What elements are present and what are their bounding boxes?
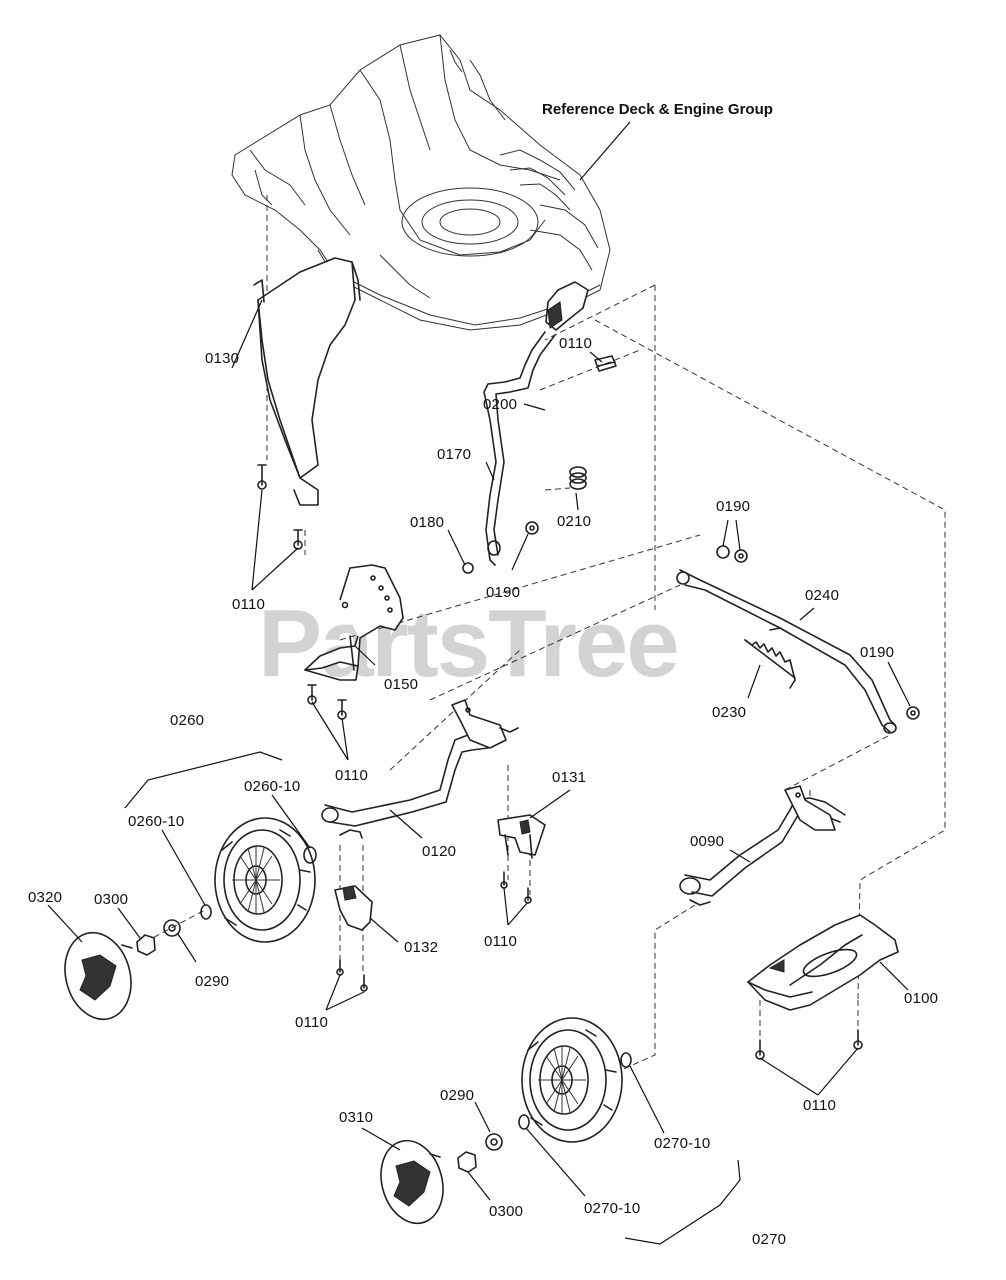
part-0100-skid-plate bbox=[747, 914, 899, 1011]
spacer-0270-10-a bbox=[620, 1052, 632, 1068]
part-0131-bracket bbox=[497, 814, 546, 859]
callout-0310: 0310 bbox=[339, 1109, 373, 1126]
part-0210-spring bbox=[569, 466, 587, 490]
callout-0260-10-a: 0260-10 bbox=[244, 778, 300, 795]
callout-0240: 0240 bbox=[805, 587, 839, 604]
callout-0200: 0200 bbox=[483, 396, 517, 413]
callout-0150: 0150 bbox=[384, 676, 418, 693]
callout-0120: 0120 bbox=[422, 843, 456, 860]
part-0132-clip bbox=[334, 885, 373, 931]
callout-0110-e: 0110 bbox=[803, 1097, 836, 1114]
washer-0290-b bbox=[485, 1133, 503, 1151]
callout-0131: 0131 bbox=[552, 769, 586, 786]
hubcap-0310 bbox=[380, 1139, 444, 1225]
spacer-0260-10-b bbox=[200, 904, 212, 920]
part-0150-height-plate bbox=[304, 564, 404, 681]
group-bracket-0270 bbox=[624, 1159, 741, 1245]
washer-0290-a bbox=[163, 919, 181, 937]
group-bracket-0260 bbox=[124, 751, 283, 809]
callout-0300-a: 0300 bbox=[94, 891, 128, 908]
callout-0190-c: 0190 bbox=[860, 644, 894, 661]
part-0130-rear-shield bbox=[253, 257, 361, 506]
part-0200-bracket bbox=[545, 281, 617, 372]
part-0120-front-axle bbox=[321, 699, 519, 839]
callout-0270: 0270 bbox=[752, 1231, 786, 1248]
callout-0132: 0132 bbox=[404, 939, 438, 956]
nut-0300-b bbox=[457, 1151, 477, 1173]
callout-0290-a: 0290 bbox=[195, 973, 229, 990]
nut-0300-a bbox=[136, 934, 156, 956]
screws-0110 bbox=[257, 464, 863, 1060]
callout-0190-b: 0190 bbox=[716, 498, 750, 515]
callout-0210: 0210 bbox=[557, 513, 591, 530]
part-0230-spring bbox=[744, 639, 796, 689]
hubcap-0320 bbox=[64, 931, 133, 1021]
rear-wheel bbox=[521, 1017, 623, 1143]
callout-0090: 0090 bbox=[690, 833, 724, 850]
part-0090-rear-axle bbox=[679, 785, 846, 906]
callout-labels: 0130 0110 0200 0170 0210 0180 0190 0110 … bbox=[28, 335, 938, 1248]
callout-0260-10-b: 0260-10 bbox=[128, 813, 184, 830]
callout-0270-10-a: 0270-10 bbox=[654, 1135, 710, 1152]
callout-0130: 0130 bbox=[205, 350, 239, 367]
callout-0230: 0230 bbox=[712, 704, 746, 721]
reference-label: Reference Deck & Engine Group bbox=[542, 101, 773, 118]
callout-0110-left: 0110 bbox=[232, 596, 265, 613]
callout-0270-10-b: 0270-10 bbox=[584, 1200, 640, 1217]
washer-hole-a bbox=[168, 924, 176, 932]
callout-0110-mid: 0110 bbox=[335, 767, 368, 784]
part-0240-link-rod bbox=[676, 569, 897, 734]
part-0170-height-lever bbox=[483, 331, 556, 566]
callout-0320: 0320 bbox=[28, 889, 62, 906]
callout-0170: 0170 bbox=[437, 446, 471, 463]
spacer-0270-10-b bbox=[518, 1114, 530, 1130]
leader-lines bbox=[47, 299, 911, 1201]
callout-0110-d: 0110 bbox=[295, 1014, 328, 1031]
watermark: PartsTree bbox=[258, 590, 678, 697]
callout-0180: 0180 bbox=[410, 514, 444, 531]
callout-0100: 0100 bbox=[904, 990, 938, 1007]
callout-0190-a: 0190 bbox=[486, 584, 520, 601]
reference-leader bbox=[579, 121, 631, 181]
callout-0110-c: 0110 bbox=[484, 933, 517, 950]
front-wheel bbox=[214, 817, 316, 943]
callout-0300-b: 0300 bbox=[489, 1203, 523, 1220]
washer-hole-b bbox=[490, 1138, 498, 1146]
callout-0110-top: 0110 bbox=[559, 335, 592, 352]
callout-0260: 0260 bbox=[170, 712, 204, 729]
callout-0290-b: 0290 bbox=[440, 1087, 474, 1104]
